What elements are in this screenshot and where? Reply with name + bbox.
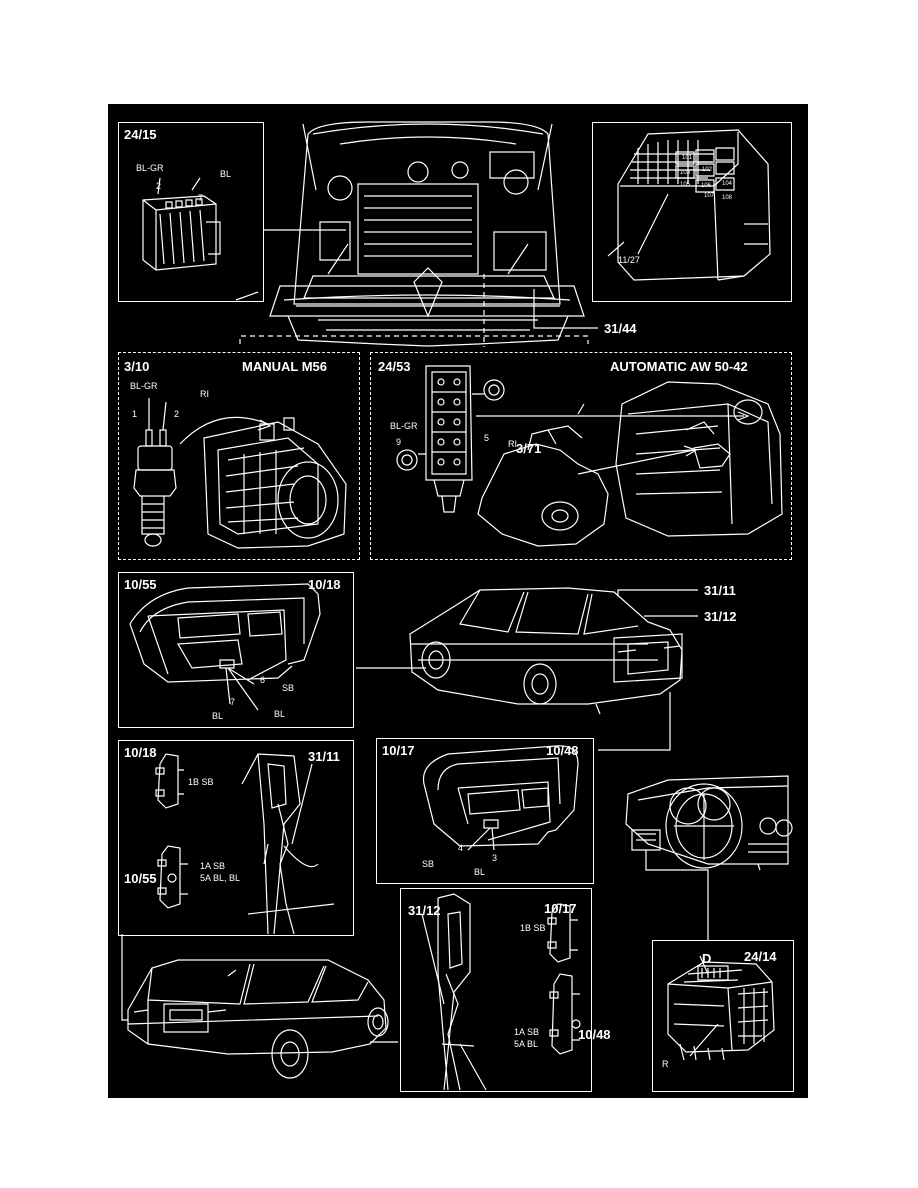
manual-gearbox-illustration [134, 398, 346, 548]
tail-lamp-right-illustration [424, 746, 579, 850]
switch-id-3-10: 3/10 [124, 359, 150, 374]
wire-label-bl: BL [220, 169, 232, 179]
wire-label-bl-gr: BL-GR [136, 163, 164, 173]
panel-fuse-box-11-27 [592, 122, 792, 302]
relay-letter-r: R [662, 1059, 669, 1069]
pillar-right-illustration [422, 894, 580, 1090]
wire-label-1b-sb: 1B SB [188, 777, 214, 787]
wire-label-1a-sb: 1A SB [200, 861, 226, 871]
automatic-aw-title: AUTOMATIC AW 50-42 [610, 359, 748, 374]
wire-label-bl: BL [274, 709, 286, 719]
lamp-id-10-17: 10/17 [544, 901, 577, 916]
fuse-102: 102 [702, 167, 713, 173]
relay-id-24-14: 24/14 [744, 949, 777, 964]
lamp-id-10-48: 10/48 [546, 743, 579, 758]
panel-relay-24-14 [652, 940, 794, 1092]
sedan-car-illustration [410, 588, 682, 714]
leader-31-44: 31/44 [604, 321, 637, 336]
fuse-106: 106 [701, 183, 712, 189]
pin-label-2: 2 [156, 181, 162, 191]
pin-label-5: 5 [484, 433, 490, 443]
panel-pillar-10-18 [118, 740, 354, 936]
pin-label-1: 1 [132, 409, 138, 419]
sensor-id-3-71: 3/71 [516, 441, 542, 456]
pin-label-6: 6 [260, 675, 266, 685]
wire-label-bl: BL [212, 711, 224, 721]
lamp-id-10-55: 10/55 [124, 871, 157, 886]
fuse-103: 103 [680, 170, 691, 176]
diagram-sheet: 24/15 BL-GR BL 2 7 11/27 101 102 103 104… [108, 104, 808, 1098]
relay-letter-d: D [702, 951, 712, 966]
lamp-id-10-48: 10/48 [578, 1027, 611, 1042]
lamp-id-10-18: 10/18 [124, 745, 157, 760]
relay-24-14-illustration [668, 956, 774, 1060]
connector-id-24-15: 24/15 [124, 127, 157, 142]
manual-m56-title: MANUAL M56 [242, 359, 327, 374]
wire-label-bl-gr: BL-GR [390, 421, 418, 431]
leader-31-11: 31/11 [308, 749, 340, 764]
wire-label-5a-bl: 5A BL, BL [200, 873, 241, 883]
leader-31-12: 31/12 [408, 903, 441, 918]
panel-automatic-aw50-42 [370, 352, 792, 560]
diagram-artwork [108, 104, 808, 1098]
dashboard-illustration [626, 776, 792, 870]
fuse-105: 105 [680, 182, 691, 188]
pin-label-2: 2 [174, 409, 180, 419]
lamp-id-10-17: 10/17 [382, 743, 415, 758]
pillar-left-illustration [156, 754, 334, 934]
fuse-107: 107 [704, 193, 715, 199]
pin-label-7: 7 [198, 193, 204, 203]
panel-connector-24-15 [118, 122, 264, 302]
pin-label-3: 3 [492, 853, 498, 863]
wire-label-ri: RI [508, 439, 517, 449]
engine-bay-illustration [270, 122, 584, 346]
fuse-box-illustration [618, 130, 770, 280]
connector-24-15-illustration [143, 178, 220, 270]
panel-manual-m56 [118, 352, 360, 560]
panel-tail-lamp-10-17 [376, 738, 594, 884]
tail-lamp-left-illustration [130, 584, 320, 710]
wire-label-sb: SB [422, 859, 435, 869]
automatic-gearbox-illustration [397, 366, 782, 546]
wire-label-ri: RI [200, 389, 209, 399]
wire-label-5a-bl: 5A BL [514, 1039, 539, 1049]
fuse-box-id-11-27: 11/27 [618, 255, 640, 265]
wire-label-1a-sb: 1A SB [514, 1027, 540, 1037]
pin-label-7: 7 [230, 697, 236, 707]
wire-label-1b-sb: 1B SB [520, 923, 546, 933]
wire-label-bl: BL [474, 867, 486, 877]
connector-id-24-53: 24/53 [378, 359, 411, 374]
estate-car-illustration [128, 960, 388, 1078]
panel-tail-lamp-10-55 [118, 572, 354, 728]
fuse-104: 104 [722, 181, 733, 187]
wire-label-sb: SB [282, 683, 295, 693]
leader-31-12: 31/12 [704, 609, 737, 624]
fuse-108: 108 [722, 195, 733, 201]
fuse-101: 101 [682, 155, 693, 161]
pin-label-9: 9 [396, 437, 402, 447]
pin-label-4: 4 [458, 843, 464, 853]
leader-31-11: 31/11 [704, 583, 736, 598]
lamp-id-10-18: 10/18 [308, 577, 341, 592]
lamp-id-10-55: 10/55 [124, 577, 157, 592]
panel-pillar-31-12 [400, 888, 592, 1092]
wire-label-bl-gr: BL-GR [130, 381, 158, 391]
